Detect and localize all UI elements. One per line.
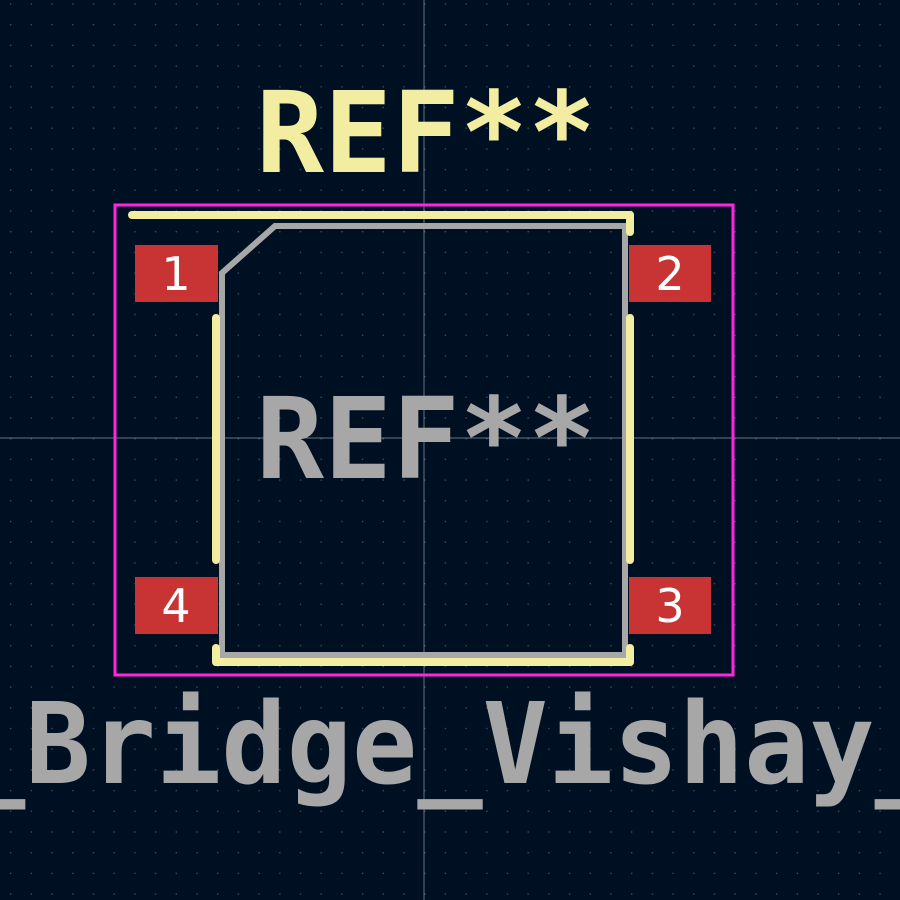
pad-3[interactable]: 3 [629, 577, 711, 634]
pad-4-copper[interactable] [135, 577, 218, 634]
silkscreen-outline[interactable] [128, 211, 634, 666]
pad-2[interactable]: 2 [629, 245, 711, 302]
pad-4-number: 4 [161, 579, 190, 633]
pad-2-number: 2 [655, 247, 684, 301]
footprint-value-text[interactable]: _Bridge_Vishay_ [0, 680, 900, 810]
pad-1[interactable]: 1 [135, 245, 218, 302]
courtyard-outline[interactable] [113, 203, 735, 677]
pad-3-number: 3 [655, 579, 684, 633]
pad-1-number: 1 [161, 247, 190, 301]
reference-designator-fab[interactable]: REF** [256, 375, 596, 505]
pad-2-copper[interactable] [629, 245, 711, 302]
reference-designator-silk[interactable]: REF** [256, 69, 596, 199]
pad-3-copper[interactable] [629, 577, 711, 634]
pad-1-copper[interactable] [135, 245, 218, 302]
fab-outline[interactable] [219, 223, 628, 658]
pad-4[interactable]: 4 [135, 577, 218, 634]
